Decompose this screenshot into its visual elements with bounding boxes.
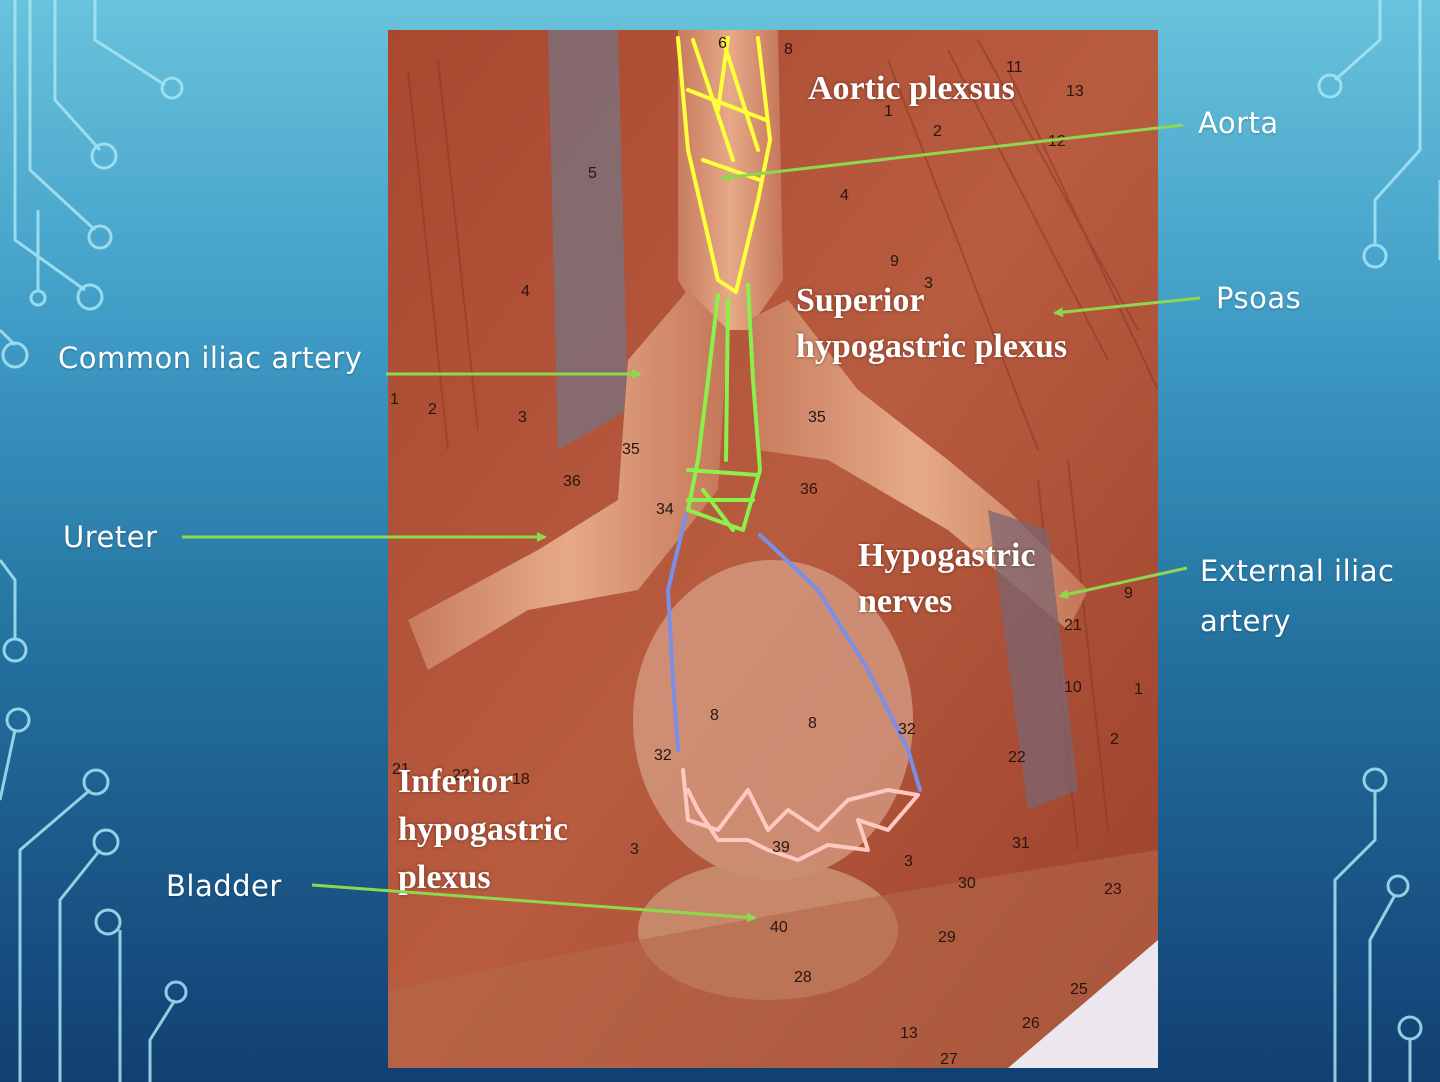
svg-text:39: 39 [772, 839, 790, 856]
svg-text:2: 2 [933, 123, 942, 140]
callout-external-iliac-artery: External iliac artery [1200, 546, 1394, 646]
svg-text:26: 26 [1022, 1015, 1040, 1032]
atlas-numbers: 6 8 11 13 1 2 12 5 4 9 3 4 1 2 3 35 35 3… [390, 35, 1143, 1068]
svg-text:1: 1 [884, 103, 893, 120]
label-superior-hypogastric-plexus: Superior hypogastric plexus [796, 278, 1067, 370]
svg-text:23: 23 [1104, 881, 1122, 898]
svg-text:4: 4 [521, 283, 530, 300]
svg-text:6: 6 [718, 35, 727, 52]
svg-text:10: 10 [1064, 679, 1082, 696]
callout-external-iliac-line-1: External iliac [1200, 554, 1395, 588]
svg-text:34: 34 [656, 501, 674, 518]
svg-text:35: 35 [622, 441, 640, 458]
svg-text:11: 11 [1006, 59, 1023, 76]
svg-text:40: 40 [770, 919, 788, 936]
svg-text:35: 35 [808, 409, 826, 426]
svg-text:1: 1 [1134, 681, 1143, 698]
svg-text:28: 28 [794, 969, 812, 986]
svg-text:30: 30 [958, 875, 976, 892]
svg-text:2: 2 [428, 401, 437, 418]
svg-text:18: 18 [512, 771, 530, 788]
dissection-photo: 6 8 11 13 1 2 12 5 4 9 3 4 1 2 3 35 35 3… [388, 30, 1158, 1068]
svg-text:31: 31 [1012, 835, 1030, 852]
svg-text:22: 22 [1008, 749, 1026, 766]
hypogastric-nerve-left-overlay [666, 513, 688, 752]
callout-bladder: Bladder [166, 869, 282, 903]
label-superior-line-2: hypogastric plexus [796, 328, 1068, 365]
svg-text:3: 3 [518, 409, 527, 426]
svg-text:22: 22 [452, 767, 470, 784]
svg-text:27: 27 [940, 1051, 958, 1068]
svg-text:5: 5 [588, 165, 597, 182]
svg-text:13: 13 [900, 1025, 918, 1042]
callout-common-iliac-artery: Common iliac artery [58, 341, 363, 375]
label-hypogastric-line-2: nerves [858, 583, 953, 620]
label-inferior-line-3: plexus [398, 859, 491, 896]
hypogastric-nerve-right-overlay [758, 533, 922, 792]
svg-text:3: 3 [904, 853, 913, 870]
label-inferior-hypogastric-plexus: Inferior hypogastric plexus [398, 758, 568, 902]
label-aortic-plexus: Aortic plexsus [808, 70, 1015, 107]
inferior-hypogastric-plexus-overlay [681, 768, 920, 862]
svg-text:3: 3 [924, 275, 933, 292]
svg-text:13: 13 [1066, 83, 1084, 100]
svg-text:4: 4 [840, 187, 849, 204]
svg-text:8: 8 [808, 715, 817, 732]
aortic-plexus-overlay [676, 36, 772, 294]
svg-text:12: 12 [1048, 133, 1066, 150]
svg-text:8: 8 [710, 707, 719, 724]
label-superior-line-1: Superior [796, 282, 925, 319]
svg-text:21: 21 [1064, 617, 1082, 634]
callout-external-iliac-line-2: artery [1200, 604, 1291, 638]
callout-psoas: Psoas [1216, 281, 1302, 315]
svg-text:1: 1 [390, 391, 399, 408]
svg-text:8: 8 [784, 41, 793, 58]
svg-text:29: 29 [938, 929, 956, 946]
svg-text:2: 2 [1110, 731, 1119, 748]
dissection-illustration: 6 8 11 13 1 2 12 5 4 9 3 4 1 2 3 35 35 3… [388, 30, 1158, 1068]
svg-text:21: 21 [392, 761, 410, 778]
superior-hypogastric-plexus-overlay [686, 283, 762, 532]
callout-ureter: Ureter [63, 520, 158, 554]
label-hypogastric-line-1: Hypogastric [858, 537, 1036, 574]
label-inferior-line-2: hypogastric [398, 811, 568, 848]
label-inferior-line-1: Inferior [398, 763, 514, 800]
svg-text:36: 36 [563, 473, 581, 490]
label-hypogastric-nerves: Hypogastric nerves [858, 533, 1036, 625]
svg-text:25: 25 [1070, 981, 1088, 998]
svg-text:32: 32 [898, 721, 916, 738]
svg-text:9: 9 [1124, 585, 1133, 602]
svg-text:32: 32 [654, 747, 672, 764]
svg-text:3: 3 [630, 841, 639, 858]
svg-text:36: 36 [800, 481, 818, 498]
callout-aorta: Aorta [1198, 106, 1279, 140]
svg-text:9: 9 [890, 253, 899, 270]
